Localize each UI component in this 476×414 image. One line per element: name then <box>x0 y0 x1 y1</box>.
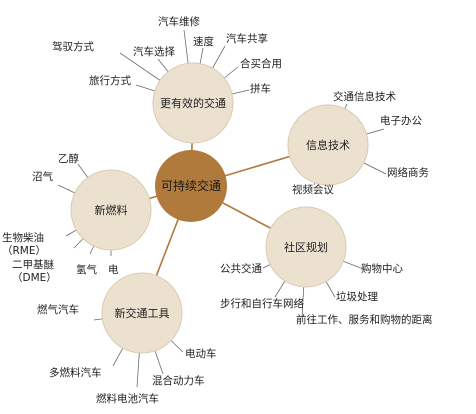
node-layer <box>70 62 369 354</box>
leaf-label-community-2: 垃圾处理 <box>336 290 378 303</box>
leaf-label-line: 步行和自行车网络 <box>220 297 304 310</box>
leaf-label-fuel-2: 生物柴油（RME） <box>2 231 46 257</box>
leaf-label-line: 拼车 <box>250 82 271 95</box>
center-label: 可持续交通 <box>161 178 221 193</box>
hub-label-info: 信息技术 <box>306 138 350 152</box>
leaf-label-line: 燃气汽车 <box>37 303 79 316</box>
leaf-label-line: 汽车维修 <box>158 15 200 28</box>
hub-node-efficient <box>152 62 234 144</box>
leaf-label-line: 燃料电池汽车 <box>96 392 159 405</box>
leaf-label-line: 前往工作、服务和购物的距离 <box>296 313 433 326</box>
leaf-label-fuel-1: 沼气 <box>32 170 53 183</box>
leaf-label-tools-4: 电动车 <box>185 347 217 360</box>
leaf-label-efficient-5: 合买合用 <box>240 57 282 70</box>
leaf-label-line: （DME） <box>12 272 57 284</box>
leaf-label-info-2: 网络商务 <box>387 166 429 179</box>
center-node <box>155 150 227 222</box>
leaf-label-line: 网络商务 <box>387 166 429 179</box>
hub-label-efficient: 更有效的交通 <box>160 96 226 110</box>
leaf-label-info-0: 交通信息技术 <box>333 90 396 103</box>
leaf-label-line: 购物中心 <box>361 262 403 275</box>
leaf-label-line: 乙醇 <box>58 152 79 165</box>
leaf-label-efficient-4: 汽车共享 <box>226 32 268 45</box>
leaf-label-community-0: 公共交通 <box>220 262 262 275</box>
leaf-label-community-3: 步行和自行车网络 <box>220 297 304 310</box>
hub-node-info <box>287 104 369 186</box>
leaf-label-fuel-3: 二甲基醚（DME） <box>12 258 57 284</box>
leaf-label-efficient-1: 汽车选择 <box>133 45 175 58</box>
leaf-label-line: 旅行方式 <box>89 74 131 87</box>
leaf-label-line: 电动车 <box>185 347 217 360</box>
leaf-label-tools-1: 多燃料汽车 <box>49 366 102 379</box>
leaf-label-line: 交通信息技术 <box>333 90 396 103</box>
leaf-label-community-4: 前往工作、服务和购物的距离 <box>296 313 433 326</box>
leaf-label-line: 合买合用 <box>240 57 282 70</box>
leaf-label-line: 电 <box>108 263 119 276</box>
hub-node-community <box>265 206 347 288</box>
leaf-label-line: 多燃料汽车 <box>49 366 102 379</box>
leaf-label-info-3: 视频会议 <box>292 183 334 196</box>
leaf-label-line: 汽车共享 <box>226 32 268 45</box>
leaf-label-line: 电子办公 <box>380 114 422 127</box>
leaf-label-efficient-7: 旅行方式 <box>89 74 131 87</box>
leaf-label-line: 生物柴油 <box>2 231 44 244</box>
label-layer: 驾驭方式 汽车选择 汽车维修速度汽车共享合买合用拼车 旅行方式更有效的交通 交通信息技术… <box>2 15 433 405</box>
leaf-label-line: 氢气 <box>76 263 97 276</box>
hub-label-tools: 新交通工具 <box>115 306 170 320</box>
leaf-label-info-1: 电子办公 <box>380 114 422 127</box>
leaf-label-fuel-4: 氢气 <box>76 263 97 276</box>
leaf-label-fuel-0: 乙醇 <box>58 152 79 165</box>
hub-label-community: 社区规划 <box>284 240 328 254</box>
leaf-label-line: 速度 <box>193 35 214 48</box>
leaf-label-efficient-0: 驾驭方式 <box>52 40 94 53</box>
leaf-label-efficient-3: 速度 <box>193 35 214 48</box>
leaf-label-line: 二甲基醚 <box>12 258 54 271</box>
leaf-label-tools-3: 混合动力车 <box>152 374 205 387</box>
leaf-label-line: 混合动力车 <box>152 374 205 387</box>
leaf-label-line: 沼气 <box>32 170 53 183</box>
hub-node-tools <box>101 272 183 354</box>
hub-node-fuel <box>70 169 152 251</box>
leaf-label-tools-0: 燃气汽车 <box>37 303 79 316</box>
leaf-label-line: 驾驭方式 <box>52 40 94 53</box>
hub-label-fuel: 新燃料 <box>95 203 128 217</box>
leaf-label-efficient-2: 汽车维修 <box>158 15 200 28</box>
leaf-label-fuel-5: 电 <box>108 263 119 276</box>
leaf-label-line: （RME） <box>2 245 46 257</box>
leaf-label-line: 视频会议 <box>292 183 334 196</box>
leaf-label-tools-2: 燃料电池汽车 <box>96 392 159 405</box>
leaf-label-line: 公共交通 <box>220 262 262 275</box>
leaf-label-line: 垃圾处理 <box>336 290 378 303</box>
leaf-label-line: 汽车选择 <box>133 45 175 58</box>
leaf-label-community-1: 购物中心 <box>361 262 403 275</box>
leaf-label-efficient-6: 拼车 <box>250 82 271 95</box>
